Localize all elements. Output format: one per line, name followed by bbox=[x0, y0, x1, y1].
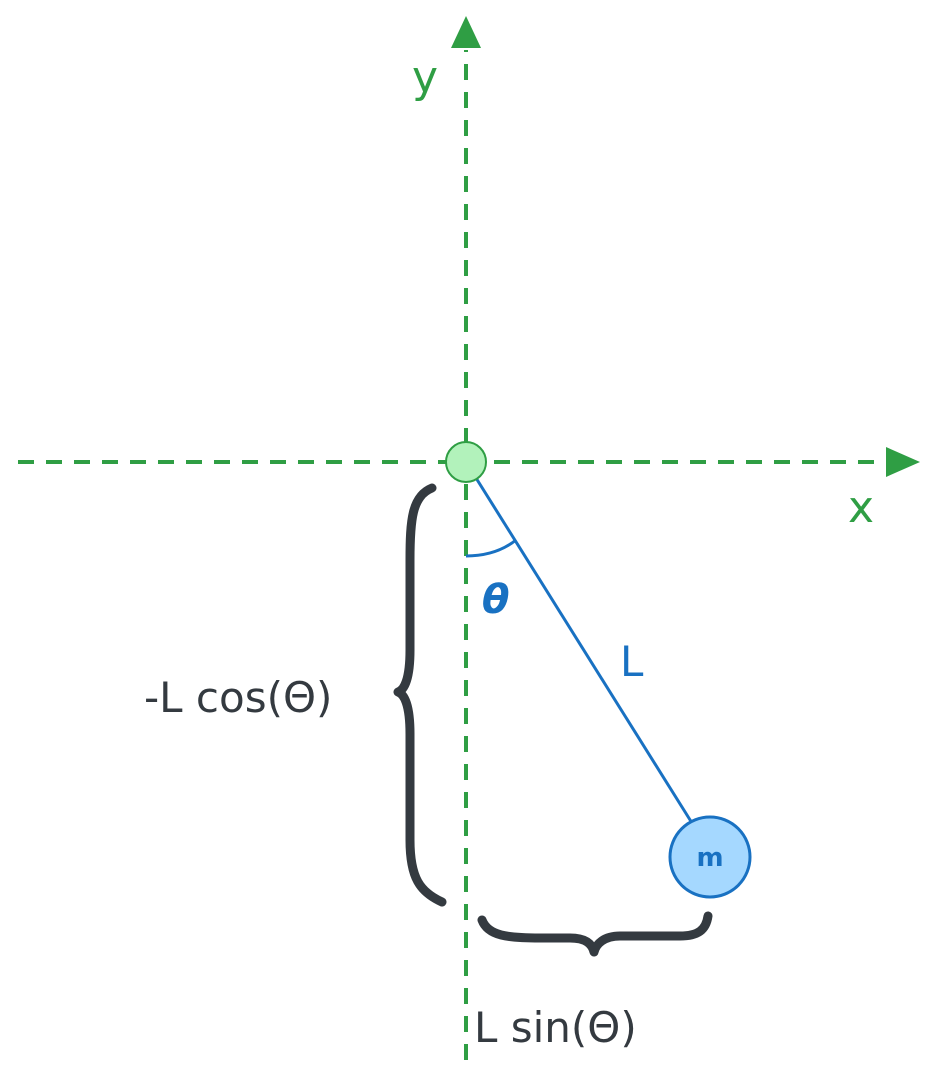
x-axis-arrow-icon bbox=[886, 447, 920, 477]
vertical-brace-label: -L cos(Θ) bbox=[144, 673, 332, 722]
x-axis-label: x bbox=[848, 482, 874, 533]
rod-length-label: L bbox=[620, 637, 644, 686]
pendulum-bob bbox=[668, 815, 752, 899]
pivot-point bbox=[445, 441, 487, 483]
angle-label: θ bbox=[482, 577, 509, 623]
angle-arc bbox=[465, 538, 517, 558]
vertical-brace bbox=[393, 483, 447, 907]
y-axis-arrow-icon bbox=[451, 16, 481, 48]
horizontal-brace bbox=[477, 911, 713, 957]
pendulum-rod bbox=[464, 461, 694, 824]
mass-label: m bbox=[696, 843, 723, 873]
horizontal-brace-label: L sin(Θ) bbox=[474, 1003, 637, 1052]
y-axis-label: y bbox=[412, 52, 438, 103]
